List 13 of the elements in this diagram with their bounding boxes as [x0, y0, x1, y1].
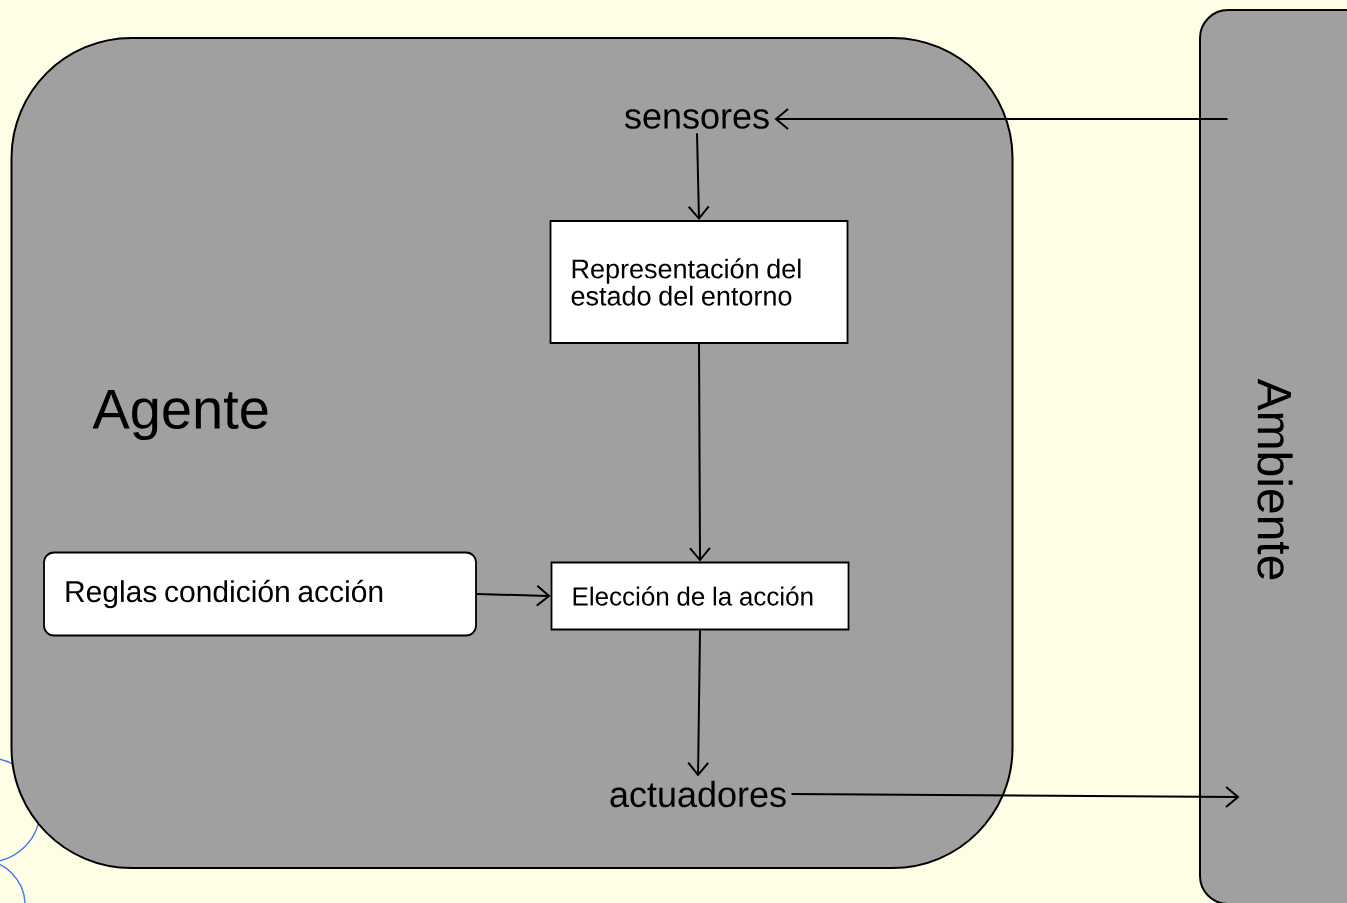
process-box: Representación del estado del entorno: [549, 220, 849, 344]
process-box: Reglas condición acción: [43, 551, 477, 637]
process-box: Elección de la acción: [550, 561, 850, 631]
signal-label: sensores: [625, 109, 769, 129]
arrow: [688, 342, 711, 562]
arrow: [774, 108, 1229, 130]
signal-label: actuadores: [610, 780, 786, 808]
arrow: [687, 132, 710, 221]
arrow: [475, 584, 551, 607]
environment-label: Ambiente: [1257, 378, 1293, 580]
arrow: [790, 785, 1240, 808]
arrow: [687, 629, 710, 777]
agent-label: Agente: [92, 389, 268, 441]
